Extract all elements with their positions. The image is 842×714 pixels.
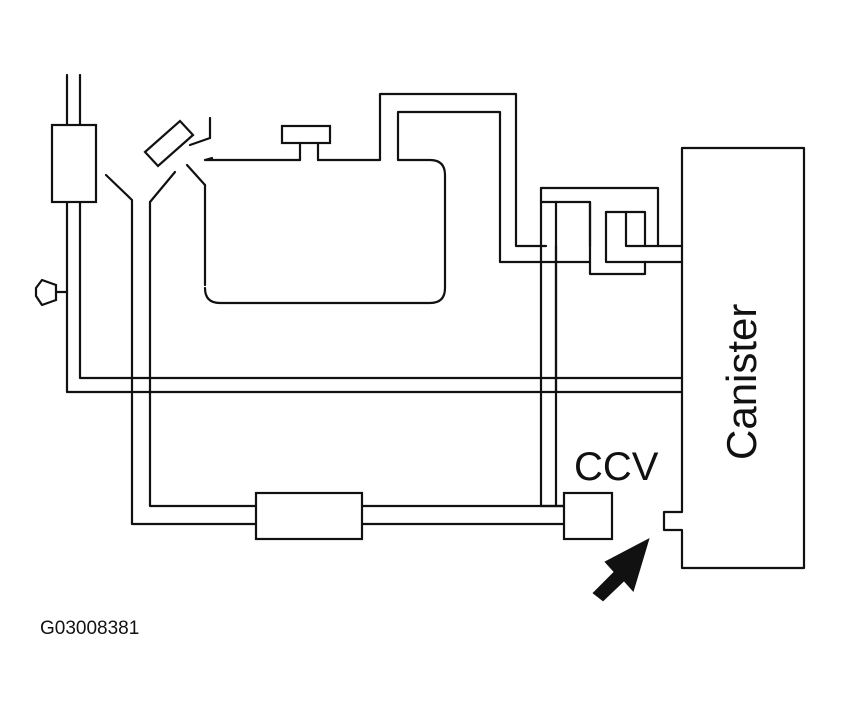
inline-filter <box>254 491 364 541</box>
pressure-relief-cap-icon <box>34 278 69 307</box>
canister: Canister <box>662 146 806 570</box>
vent-filter <box>50 123 98 204</box>
filler-cap-icon <box>143 119 195 168</box>
ccv-label: CCV <box>574 445 659 489</box>
arrow-icon <box>592 538 650 602</box>
canister-label: Canister <box>718 304 765 460</box>
ccv-valve <box>562 491 614 541</box>
filler-neck <box>104 116 258 526</box>
fuel-pump-unit <box>280 124 332 162</box>
fuel-tank <box>203 92 592 305</box>
figure-id: G03008381 <box>40 618 140 639</box>
left-vent-pipe <box>65 73 684 394</box>
